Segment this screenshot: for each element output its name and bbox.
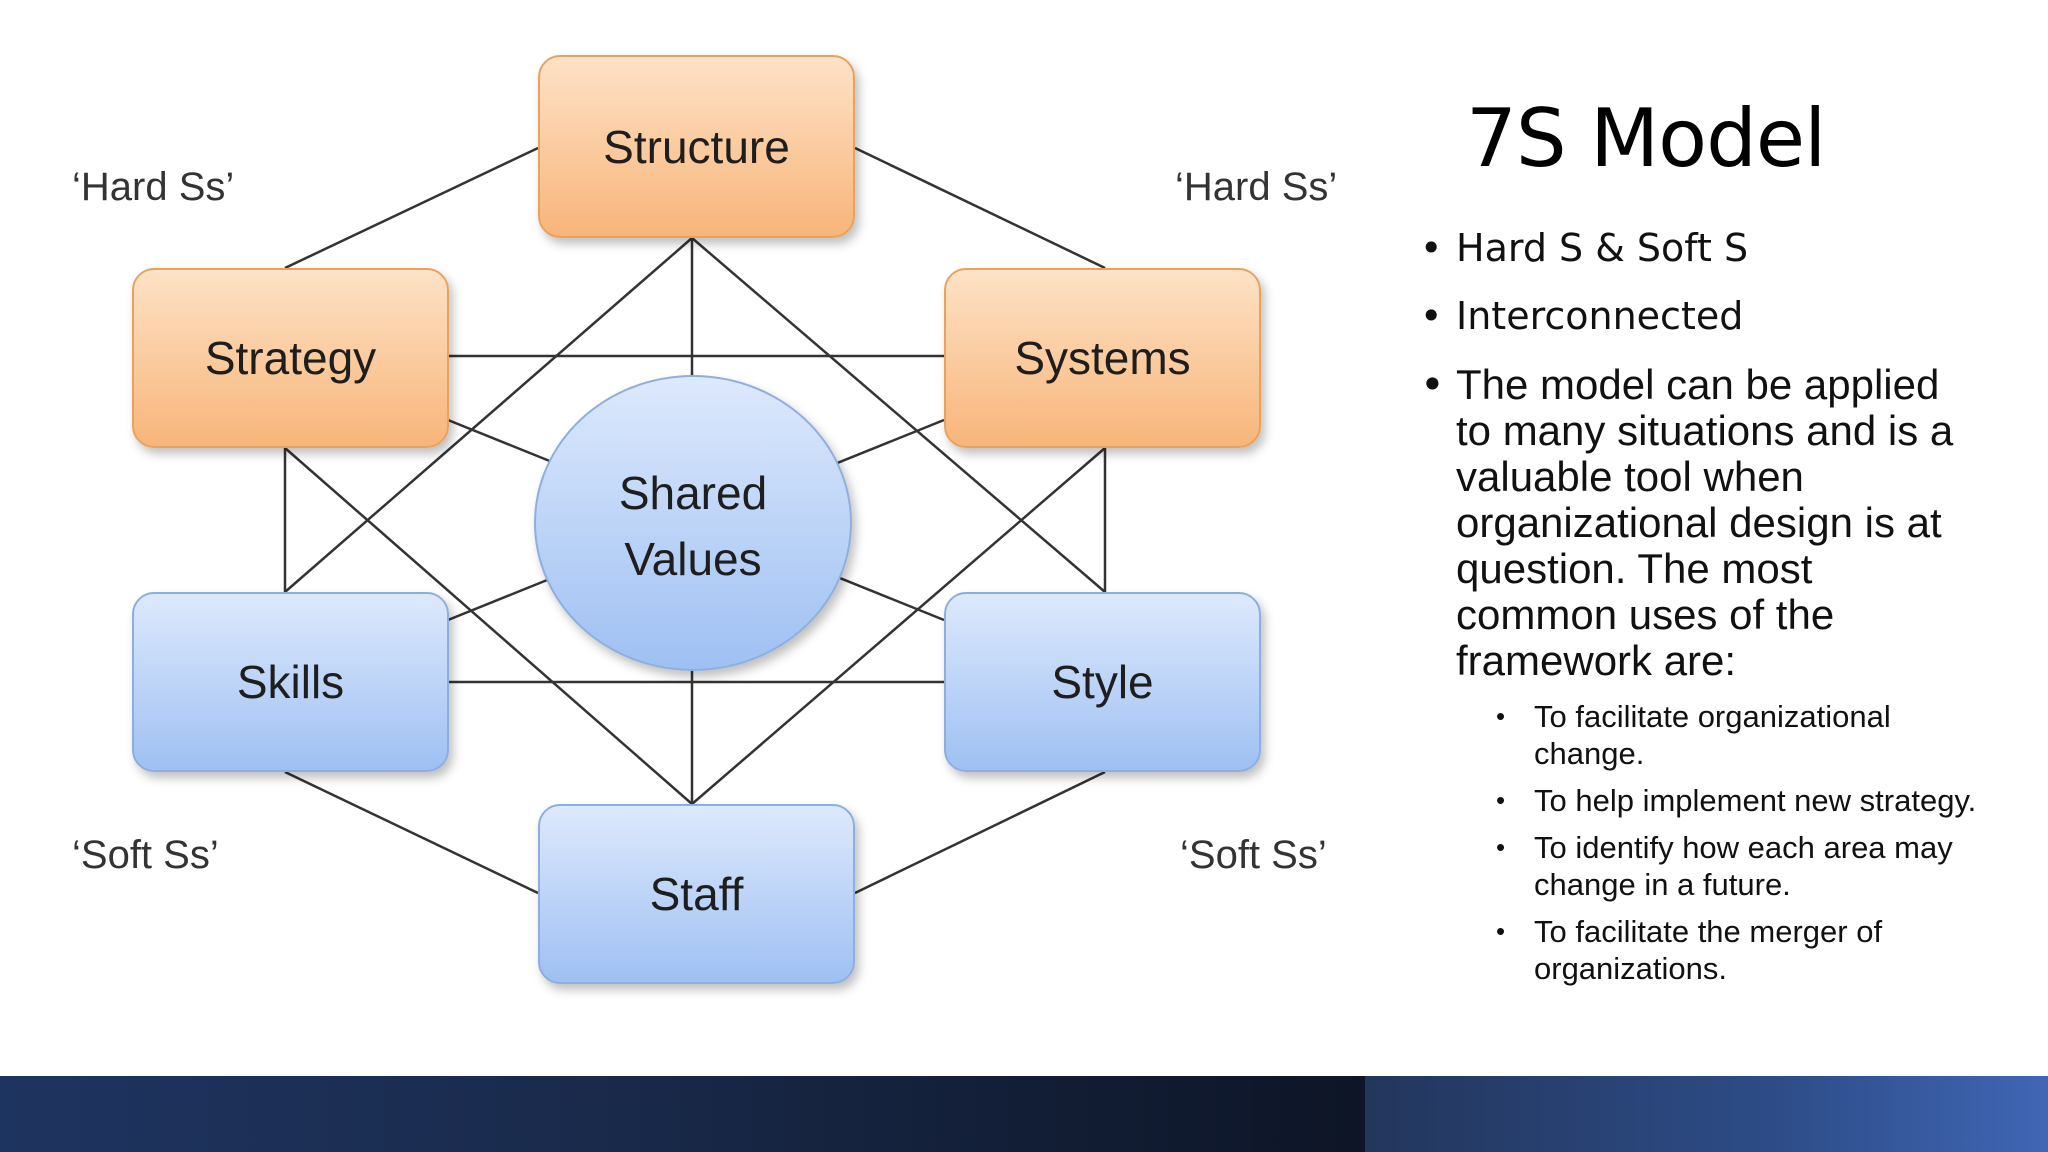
node-staff: Staff [538, 804, 855, 984]
shared-values-line-1: Shared [618, 467, 768, 519]
node-structure: Structure [538, 55, 855, 238]
sub-bullet-list: To facilitate organizational change. To … [1496, 698, 1980, 987]
label-hard-ss-left: ‘Hard Ss’ [72, 165, 235, 209]
sub-bullet: To facilitate organizational change. [1496, 698, 1980, 772]
node-systems: Systems [944, 268, 1261, 448]
seven-s-diagram: Structure Strategy Systems Shared Values… [72, 55, 1338, 984]
bullet-model-uses-text: The model can be applied to many situati… [1456, 361, 1954, 684]
sub-bullet: To identify how each area may change in … [1496, 829, 1980, 903]
label-soft-ss-right: ‘Soft Ss’ [1180, 833, 1327, 877]
node-style: Style [944, 592, 1261, 772]
node-shared-values: Shared Values [534, 375, 852, 671]
bullet-list: Hard S & Soft S Interconnected The model… [1420, 226, 1980, 997]
shared-values-line-2: Values [624, 533, 762, 585]
node-skills: Skills [132, 592, 449, 772]
bullet-interconnected: Interconnected [1420, 294, 1980, 338]
footer-bar-right [1365, 1076, 2048, 1152]
bullet-hard-soft: Hard S & Soft S [1420, 226, 1980, 270]
bullet-model-uses: The model can be applied to many situati… [1420, 362, 1980, 987]
sub-bullet: To facilitate the merger of organization… [1496, 913, 1980, 987]
label-hard-ss-right: ‘Hard Ss’ [1175, 165, 1338, 209]
sub-bullet: To help implement new strategy. [1496, 782, 1980, 819]
slide-title: 7S Model [1466, 92, 1826, 185]
label-soft-ss-left: ‘Soft Ss’ [72, 833, 219, 877]
node-strategy: Strategy [132, 268, 449, 448]
footer-bar-left [0, 1076, 1365, 1152]
